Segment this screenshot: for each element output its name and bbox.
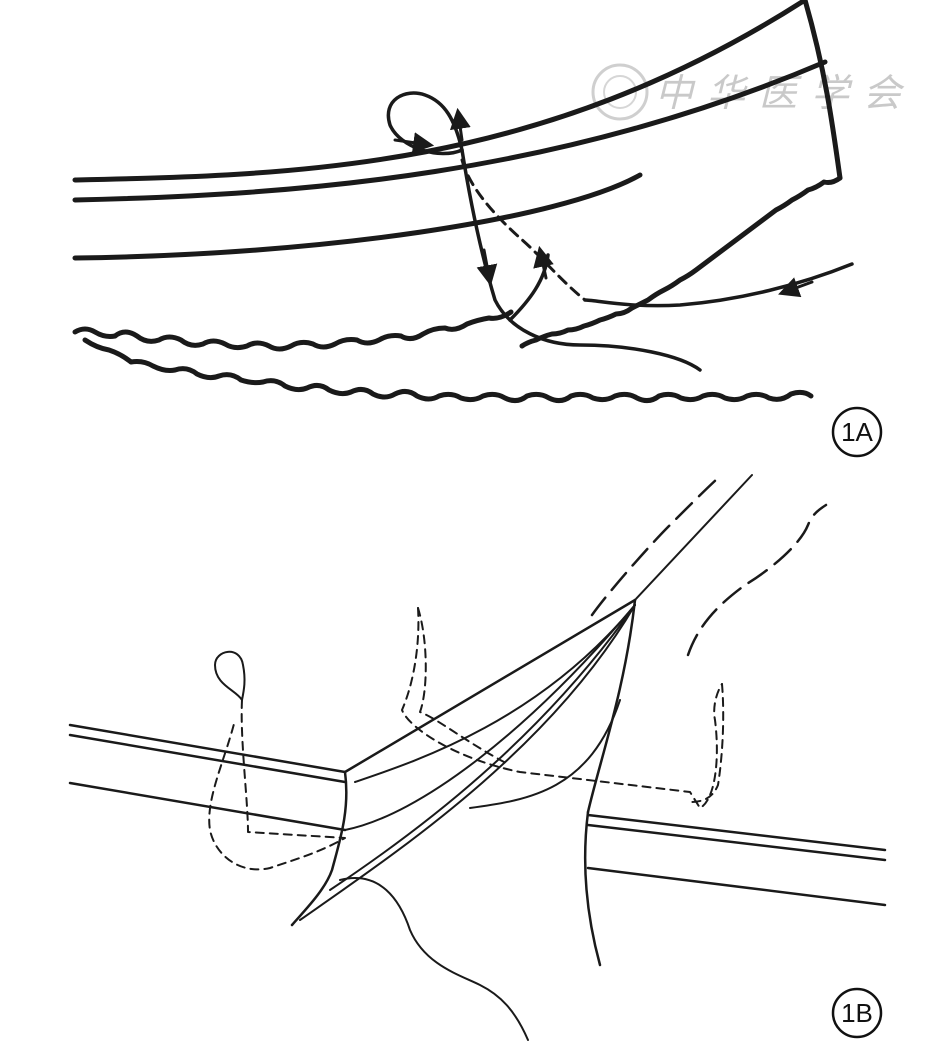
panel-1a-label: 1A [831,406,883,458]
dashed-buried-middle-2 [417,607,511,766]
left-block-bottom-edge [68,781,347,832]
suture-arrow-right [778,277,814,298]
suture-arrow-up [449,107,471,142]
suture-loop-1b [214,650,246,701]
suture-down-path [460,148,702,372]
tissue-edge-line-2 [72,59,828,203]
tissue-right-edge [802,0,843,181]
panel-1a-label-text: 1A [841,417,873,447]
right-block-bottom-edge [586,866,887,907]
suture-fan-3 [299,604,636,921]
suture-tail [339,877,529,1041]
label-circle [831,987,883,1039]
right-block-top-edge-1 [586,813,887,852]
suture-fan-2 [329,604,636,891]
watermark-seal-icon [591,63,649,121]
dashed-buried-middle [401,607,723,809]
label-circle [831,406,883,458]
left-block-front-edge [290,770,348,927]
tissue-inner-line [72,172,643,261]
panel-1b-label: 1B [831,987,883,1039]
dashed-strand-upper-left [590,476,720,617]
suture-arrow-mid [533,245,554,280]
ridge-left-top-2 [354,604,636,783]
panel-1b-label-text: 1B [841,998,873,1028]
suture-right-thread [583,262,854,308]
dashed-buried-right [689,683,725,803]
dashed-buried-left [208,699,346,871]
right-block-top-edge-2 [586,823,887,862]
wavy-tissue-line-1 [72,309,514,352]
left-block-top-edge-1 [68,723,347,774]
panel-1a: 1A [72,0,883,458]
suture-arrow-loop [393,132,435,154]
wavy-cut-edge-upper [519,175,843,349]
dashed-strand-upper-right [686,503,828,657]
wavy-tissue-line-2 [82,337,814,404]
left-block-top-edge-2 [68,733,347,784]
suture-fan-4 [469,699,621,809]
panel-1b: 1B [68,474,887,1041]
suture-dashed-path [460,158,587,302]
suture-fan-1 [344,604,636,831]
ridge-left-top [343,598,637,774]
suture-needle-line [634,474,753,601]
right-block-front-edge [583,810,602,967]
suture-arrow-down [476,248,498,287]
